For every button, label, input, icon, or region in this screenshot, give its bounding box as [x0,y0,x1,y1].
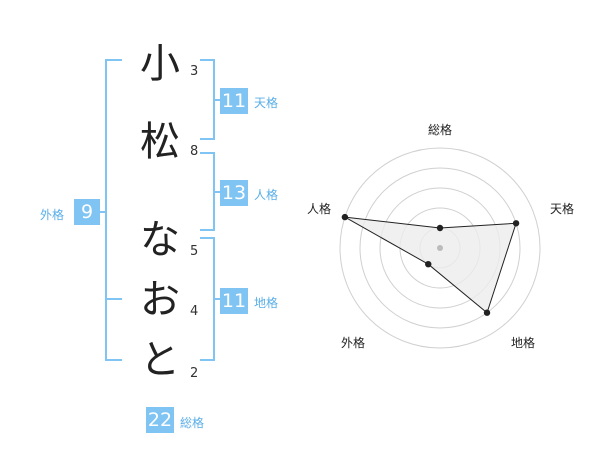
chikaku-value: 11 [220,288,248,314]
radar-label-chikaku: 地格 [511,336,536,350]
tenkaku-label: 天格 [254,96,279,110]
stroke-count-3: 5 [190,244,199,259]
stroke-count-4: 4 [190,304,199,319]
soukaku-value: 22 [146,407,174,433]
gaikaku-value: 9 [74,199,100,225]
stroke-count-1: 3 [190,64,199,79]
radar-label-jinkaku: 人格 [307,202,332,216]
stroke-count-2: 8 [190,144,199,159]
radar-grid-ring [339,147,541,349]
radar-point-1 [436,224,444,232]
chikaku-label: 地格 [254,296,279,310]
gaikaku-label: 外格 [40,208,65,222]
radar-point-5 [341,213,349,221]
radar-label-gaikaku: 外格 [341,336,366,350]
tenkaku-value: 11 [220,88,248,114]
gaikaku-bracket [105,59,122,361]
name-char-1: 小 [140,41,180,87]
radar-label-tenkaku: 天格 [550,202,575,216]
radar-label-soukaku: 総格 [428,123,453,137]
jinkaku-value: 13 [220,180,248,206]
name-char-2: 松 [140,119,180,165]
soukaku-label: 総格 [180,416,205,430]
radar-grid-ring [359,167,521,329]
radar-point-3 [483,309,491,316]
name-char-5: と [140,337,180,383]
name-char-4: お [140,277,180,323]
stroke-count-5: 2 [190,366,199,381]
radar-center-dot [437,245,443,251]
radar-point-2 [512,220,520,227]
name-char-3: な [140,217,180,263]
radar-point-4 [425,260,432,268]
jinkaku-label: 人格 [254,188,279,202]
